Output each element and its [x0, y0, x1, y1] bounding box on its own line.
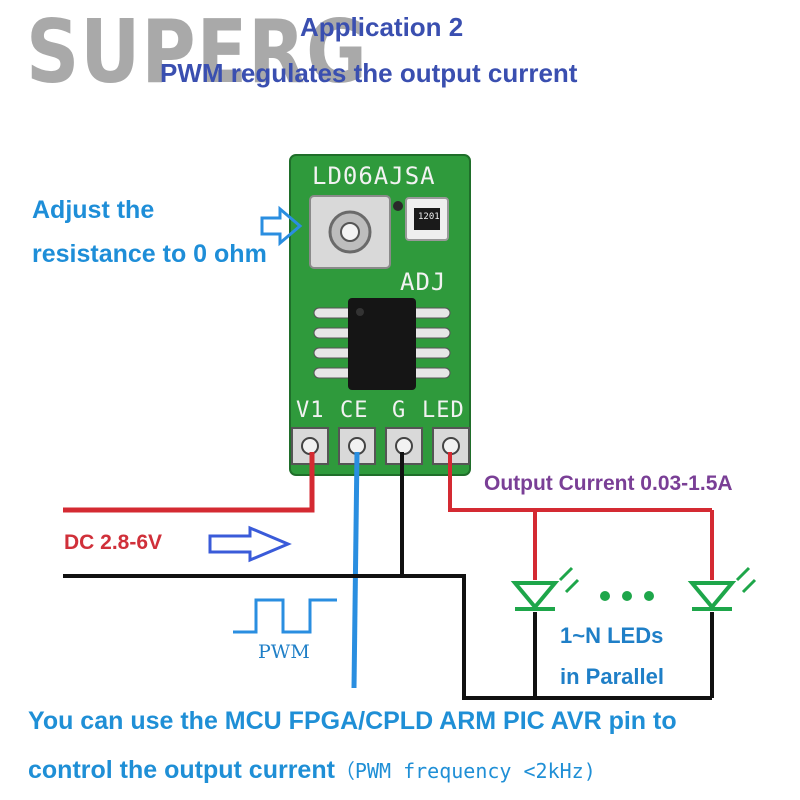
v1-wire	[63, 452, 315, 513]
board-adj-label: ADJ	[400, 268, 447, 296]
page-subtitle: PWM regulates the output current	[160, 58, 578, 88]
ellipsis-icon	[600, 591, 654, 601]
ic-chip	[313, 298, 451, 390]
pin-label-g: G	[392, 398, 407, 423]
page-title: Application 2	[300, 12, 464, 42]
smd-resistor	[405, 197, 449, 241]
led-icon	[510, 566, 580, 611]
pwm-label: PWM	[258, 641, 310, 663]
output-current-label: Output Current 0.03-1.5A	[484, 472, 733, 495]
ce-wire	[351, 451, 360, 689]
footer-line2: control the output current（PWM frequency…	[28, 755, 596, 785]
adjust-label-line1: Adjust the	[32, 196, 155, 224]
footer-line2-note: （PWM frequency <2kHz)	[334, 759, 596, 783]
pin-label-led: LED	[422, 398, 465, 423]
pin-label-ce: CE	[340, 398, 369, 423]
led-icon	[687, 566, 757, 611]
footer-line2-main: control the output current	[28, 756, 335, 784]
adjust-label-line2: resistance to 0 ohm	[32, 240, 267, 268]
leds-label-line2: in Parallel	[560, 664, 664, 689]
leds-label-line1: 1~N LEDs	[560, 623, 664, 648]
watermark: Superg	[26, 2, 368, 104]
test-pad	[393, 201, 403, 211]
board-model-label: LD06AJSA	[312, 162, 436, 190]
footer-line1: You can use the MCU FPGA/CPLD ARM PIC AV…	[28, 707, 677, 735]
pwm-waveform-icon	[233, 598, 337, 634]
adjust-arrow-icon	[260, 205, 303, 247]
resistor-code-label: 1201	[418, 212, 440, 222]
dc-input-label: DC 2.8-6V	[64, 531, 163, 554]
gnd-wire	[63, 452, 712, 700]
dc-arrow-icon	[208, 525, 292, 563]
led-wire	[448, 452, 712, 512]
pin-label-v1: V1	[296, 398, 325, 423]
potentiometer	[309, 195, 391, 269]
